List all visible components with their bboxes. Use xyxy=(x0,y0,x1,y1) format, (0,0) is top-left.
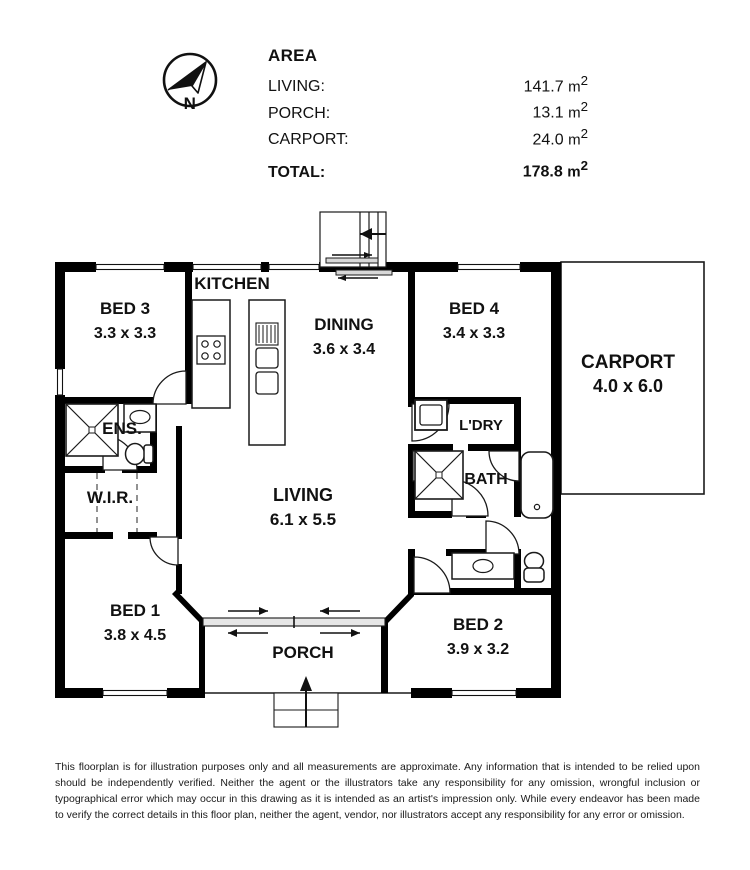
room-dims-bed2: 3.9 x 3.2 xyxy=(447,641,509,658)
room-label-bed2: BED 2 xyxy=(453,615,503,634)
room-label-carport: CARPORT xyxy=(581,352,675,373)
wardrobe-rail-wir xyxy=(96,473,138,532)
floorplan-drawing: BED 3 3.3 x 3.3 KITCHEN DINING 3.6 x 3.4… xyxy=(0,196,750,741)
toilet-ensuite xyxy=(124,442,154,466)
windows xyxy=(55,262,521,698)
area-value-carport: 24.0 m2 xyxy=(532,125,588,149)
window-bed4 xyxy=(457,262,521,272)
room-label-living: LIVING xyxy=(273,485,333,505)
area-label-porch: PORCH: xyxy=(268,104,331,122)
area-row-porch: PORCH: 13.1 m2 xyxy=(268,98,588,124)
room-label-kitchen: KITCHEN xyxy=(194,274,270,293)
area-label-carport: CARPORT: xyxy=(268,131,349,149)
area-value-porch: 13.1 m2 xyxy=(532,99,588,122)
toilet-wc xyxy=(523,551,545,583)
compass-label: N xyxy=(183,94,197,113)
area-summary-table: AREA LIVING: 141.7 m2 PORCH: 13.1 m2 CAR… xyxy=(268,46,588,184)
floorplan-svg: BED 3 3.3 x 3.3 KITCHEN DINING 3.6 x 3.4… xyxy=(55,211,705,728)
laundry-trough xyxy=(414,399,448,431)
area-title: AREA xyxy=(268,46,318,65)
ensuite-fixtures xyxy=(65,403,157,466)
window-bed2 xyxy=(451,688,517,698)
room-dims-carport: 4.0 x 6.0 xyxy=(593,376,663,396)
room-labels: BED 3 3.3 x 3.3 KITCHEN DINING 3.6 x 3.4… xyxy=(87,274,676,662)
window-dining xyxy=(268,262,320,272)
room-dims-bed3: 3.3 x 3.3 xyxy=(94,325,156,342)
room-label-ensuite: ENS. xyxy=(102,419,142,438)
header-area-legend: N AREA LIVING: 141.7 m2 PORCH: 13.1 m2 C… xyxy=(0,0,750,195)
cooktop-kitchen xyxy=(196,335,226,365)
wc-fixtures xyxy=(451,551,545,583)
window-ensuite xyxy=(55,368,65,396)
room-label-bed1: BED 1 xyxy=(110,601,160,620)
room-label-wir: W.I.R. xyxy=(87,488,133,507)
room-dims-bed1: 3.8 x 4.5 xyxy=(104,627,166,644)
window-bed1 xyxy=(102,688,168,698)
room-label-bath: BATH xyxy=(464,471,507,488)
window-kitchen xyxy=(192,262,262,272)
room-dims-living: 6.1 x 5.5 xyxy=(270,510,336,529)
sliding-door-porch xyxy=(202,607,386,637)
bathroom-fixtures xyxy=(414,450,554,519)
room-label-ldry: L'DRY xyxy=(459,417,503,434)
room-label-bed4: BED 4 xyxy=(449,299,500,318)
disclaimer-text: This floorplan is for illustration purpo… xyxy=(55,761,700,821)
room-dims-dining: 3.6 x 3.4 xyxy=(313,341,375,358)
area-label-living: LIVING: xyxy=(268,78,325,96)
area-value-total: 178.8 m2 xyxy=(522,158,588,181)
window-bed3 xyxy=(95,262,165,272)
room-label-porch: PORCH xyxy=(272,643,333,662)
area-row-living: LIVING: 141.7 m2 xyxy=(268,72,588,98)
bathtub xyxy=(520,451,554,519)
compass-north-icon xyxy=(162,52,218,108)
interior-walls xyxy=(65,272,561,693)
room-label-bed3: BED 3 xyxy=(100,299,150,318)
area-row-carport: CARPORT: 24.0 m2 xyxy=(268,125,588,151)
area-value-living: 141.7 m2 xyxy=(523,73,588,96)
entry-step-porch xyxy=(273,676,339,728)
area-row-total: TOTAL: 178.8 m2 xyxy=(268,157,588,183)
sliding-door-rear xyxy=(319,211,393,281)
room-dims-bed4: 3.4 x 3.3 xyxy=(443,325,505,342)
area-label-total: TOTAL: xyxy=(268,163,326,181)
room-label-dining: DINING xyxy=(314,315,374,334)
kitchen-fixtures xyxy=(191,299,286,446)
